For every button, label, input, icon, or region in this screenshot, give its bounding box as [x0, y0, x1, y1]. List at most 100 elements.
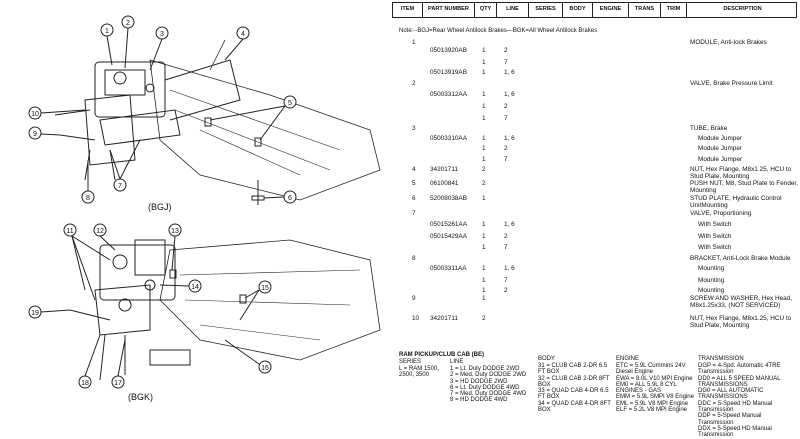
header-trim: TRIM — [661, 3, 687, 17]
ram-engine-item: EML = 5.9L V8 MPI Engine — [616, 400, 689, 407]
row-item: 3 — [412, 125, 416, 132]
svg-text:16: 16 — [261, 365, 269, 372]
ram-title: RAM PICKUP/CLUB CAB (BE) — [399, 352, 484, 358]
row-qty: 2 — [482, 166, 486, 173]
ram-engine-item: ELF = 5.2L V8 MPI Engine — [616, 407, 687, 414]
row-description: VALVE, Proportioning — [690, 210, 752, 217]
ram-trans-item: DGP = 4-Spd. Automatic 4TRE Transmission — [698, 363, 781, 376]
callout-8: 8 — [81, 160, 95, 204]
row-qty: 1 — [482, 265, 486, 272]
svg-text:18: 18 — [81, 380, 89, 387]
row-description: BRACKET, Anti-Lock Brake Module — [690, 255, 791, 262]
row-qty: 1 — [482, 91, 486, 98]
ram-trans-item: DDX = 5-Speed HD Manual Transmission — [698, 425, 772, 439]
row-line: 1, 6 — [504, 265, 515, 272]
callout-5: 5 — [209, 95, 297, 141]
ram-trans-header: TRANSMISSION — [698, 356, 744, 362]
row-qty: 1 — [482, 287, 486, 294]
callout-11: 11 — [63, 223, 111, 301]
svg-text:9: 9 — [33, 131, 37, 138]
row-qty: 1 — [482, 244, 486, 251]
row-qty: 1 — [482, 277, 486, 284]
row-line: 2 — [504, 145, 508, 152]
table-note: Note:--BGJ=Rear Wheel Antilock Brakes—BG… — [399, 28, 598, 34]
row-description: MODULE, Anti-lock Brakes — [690, 39, 767, 46]
svg-text:10: 10 — [31, 111, 39, 118]
ram-series: L = RAM 1500, 2500, 3500 — [399, 366, 439, 379]
row-line: 7 — [504, 244, 508, 251]
callout-2: 2 — [121, 15, 135, 69]
callout-12: 12 — [93, 223, 116, 251]
row-line: 1, 6 — [504, 221, 515, 228]
row-qty: 1 — [482, 233, 486, 240]
row-part-number: 06100841 — [430, 180, 459, 187]
ram-line-item: 8 = HD DODGE 4WD — [450, 397, 508, 404]
ram-trans-item: DD0 = ALL 5 SPEED MANUAL TRANSMISSIONS — [698, 375, 781, 388]
row-subdescription: With Switch — [698, 221, 732, 228]
ram-body-item: 31 = CLUB CAB 2-DR 6.5 FT BOX — [538, 363, 608, 376]
svg-text:7: 7 — [118, 183, 122, 190]
parts-table: ITEM PART NUMBER QTY LINE SERIES BODY EN… — [392, 0, 800, 438]
row-description: NUT, Hex Flange, M8x1.25, HCU to Stud Pl… — [690, 166, 792, 180]
row-subdescription: Module Jumper — [698, 145, 743, 152]
callout-3: 3 — [149, 26, 169, 71]
label-bgj: (BGJ) — [148, 202, 172, 212]
callout-6: 6 — [263, 190, 297, 204]
ram-series-header: SERIES — [399, 359, 422, 365]
bgk-assembly — [69, 239, 381, 381]
callout-17: 17 — [111, 339, 126, 389]
row-qty: 1 — [482, 115, 486, 122]
row-qty: 1 — [482, 195, 486, 202]
ram-line-item: 7 = Med. Duty DODGE 4WD — [450, 391, 527, 398]
row-qty: 1 — [482, 69, 486, 76]
header-item: ITEM — [393, 3, 423, 17]
bgj-assembly — [54, 39, 381, 205]
callout-13: 13 — [168, 223, 182, 271]
ram-line-item: 6 = Lt. Duty DODGE 4WD — [450, 384, 520, 391]
ram-engine-item: EMM = 5.9L SMPI V8 Engine — [616, 394, 694, 401]
row-item: 1 — [412, 39, 416, 46]
row-part-number: 34201711 — [430, 315, 458, 322]
row-part-number: 05003311AA — [430, 265, 467, 272]
row-item: 4 — [412, 166, 416, 173]
row-item: 5 — [412, 180, 416, 187]
row-description: STUD PLATE, Hydraulic Control UnitMounti… — [690, 195, 782, 209]
svg-text:19: 19 — [31, 310, 39, 317]
row-part-number: 05015261AA — [430, 221, 467, 228]
svg-text:5: 5 — [288, 100, 292, 107]
svg-text:8: 8 — [86, 195, 90, 202]
callout-1: 1 — [100, 23, 114, 66]
row-description: VALVE, Brake Pressure Limit — [690, 80, 773, 87]
row-line: 1, 6 — [504, 91, 515, 98]
row-qty: 1 — [482, 135, 486, 142]
row-part-number: 05013919AB — [430, 69, 467, 76]
row-qty: 2 — [482, 315, 486, 322]
row-description: PUSH NUT, M8, Stud Plate to Fender, Moun… — [690, 180, 798, 194]
ram-engine-header: ENGINE — [616, 356, 640, 362]
row-part-number: 05003310AA — [430, 135, 467, 142]
row-subdescription: Module Jumper — [698, 156, 743, 163]
row-part-number: 52008038AB — [430, 195, 467, 202]
svg-text:17: 17 — [114, 380, 122, 387]
row-description: TUBE, Brake — [690, 125, 728, 132]
row-subdescription: Mounting — [698, 287, 725, 294]
row-qty: 1 — [482, 221, 486, 228]
row-line: 2 — [504, 233, 508, 240]
row-line: 7 — [504, 277, 508, 284]
row-line: 7 — [504, 115, 508, 122]
ram-line-item: 1 = Lt. Duty DODGE 2WD — [450, 366, 520, 372]
label-bgk: (BGK) — [128, 392, 153, 402]
ram-engine-item: ETC = 5.9L Cummins 24V Diesel Engine — [616, 363, 686, 376]
row-subdescription: With Switch — [698, 244, 732, 251]
svg-text:11: 11 — [66, 228, 73, 235]
svg-text:15: 15 — [261, 285, 269, 292]
row-item: 2 — [412, 80, 416, 87]
callout-4: 4 — [224, 26, 250, 61]
header-body: BODY — [563, 3, 593, 17]
svg-text:1: 1 — [105, 28, 109, 35]
row-line: 7 — [504, 59, 508, 66]
header-part-number: PART NUMBER — [423, 3, 475, 17]
header-line: LINE — [497, 3, 529, 17]
